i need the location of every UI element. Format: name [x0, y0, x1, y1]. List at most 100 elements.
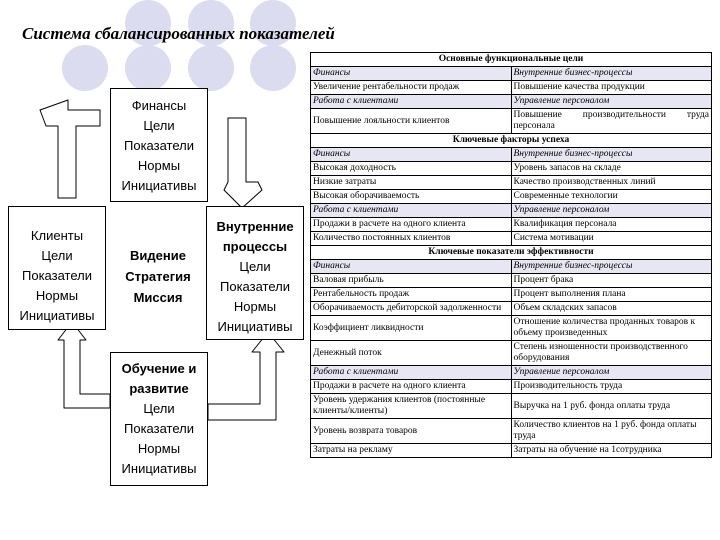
finance-item: Показатели	[124, 138, 194, 153]
table-row: Высокая оборачиваемость Современные техн…	[310, 189, 712, 204]
category-row: Финансы Внутренние бизнес-процессы	[310, 66, 712, 81]
table-cell: Качество производственных линий	[510, 175, 712, 190]
internal-processes-box: Внутренние процессы Цели Показатели Норм…	[206, 206, 304, 340]
category-cell: Финансы	[310, 147, 512, 162]
learning-heading: развитие	[129, 381, 189, 396]
section-title: Основные функциональные цели	[310, 52, 712, 67]
category-cell: Внутренние бизнес-процессы	[510, 66, 712, 81]
page-title: Система сбалансированных показателей	[22, 24, 335, 43]
table-cell: Уровень удержания клиентов (постоянные к…	[310, 393, 512, 419]
finance-box: Финансы Цели Показатели Нормы Инициативы	[110, 88, 208, 202]
learning-item: Цели	[143, 401, 175, 416]
table-cell: Низкие затраты	[310, 175, 512, 190]
clients-item: Цели	[41, 248, 73, 263]
category-row: Финансы Внутренние бизнес-процессы	[310, 147, 712, 162]
internal-item: Показатели	[220, 279, 290, 294]
category-row: Работа с клиентами Управление персоналом	[310, 94, 712, 109]
internal-item: Цели	[239, 259, 271, 274]
table-cell: Коэффициент ликвидности	[310, 315, 512, 341]
vision-strategy-mission: Видение Стратегия Миссия	[112, 245, 204, 308]
learning-development-box: Обучение и развитие Цели Показатели Норм…	[110, 352, 208, 486]
table-cell: Повышение качества продукции	[510, 80, 712, 95]
table-cell: Высокая доходность	[310, 161, 512, 176]
arrow-up-left-icon	[57, 321, 111, 409]
category-row: Работа с клиентами Управление персоналом	[310, 203, 712, 218]
category-cell: Управление персоналом	[510, 365, 712, 380]
table-cell: Выручка на 1 руб. фонда оплаты труда	[510, 393, 712, 419]
perspective-arrows	[39, 99, 285, 421]
table-row: Повышение лояльности клиентов Повышение …	[310, 108, 712, 134]
table-row: Низкие затраты Качество производственных…	[310, 175, 712, 190]
table-cell: Уровень возврата товаров	[310, 418, 512, 444]
decor-circle	[250, 45, 296, 91]
clients-box: Клиенты Цели Показатели Нормы Инициативы	[8, 206, 106, 330]
table-cell: Повышение производительности труда персо…	[510, 108, 712, 134]
internal-item: Нормы	[233, 299, 277, 314]
vision-item: Стратегия	[125, 269, 191, 284]
decor-circle	[188, 45, 234, 91]
arrow-down-right-icon	[207, 331, 285, 421]
learning-item: Показатели	[124, 421, 194, 436]
table-row: Высокая доходность Уровень запасов на ск…	[310, 161, 712, 176]
category-cell: Финансы	[310, 66, 512, 81]
clients-item: Показатели	[22, 268, 92, 283]
table-cell: Высокая оборачиваемость	[310, 189, 512, 204]
category-cell: Работа с клиентами	[310, 94, 512, 109]
table-cell: Квалификация персонала	[510, 217, 712, 232]
category-cell: Внутренние бизнес-процессы	[510, 147, 712, 162]
clients-item: Инициативы	[19, 308, 95, 323]
table-cell: Процент выполнения плана	[510, 287, 712, 302]
finance-heading: Финансы	[131, 98, 187, 113]
table-cell: Процент брака	[510, 273, 712, 288]
category-cell: Управление персоналом	[510, 94, 712, 109]
table-cell: Количество клиентов на 1 руб. фонда опла…	[510, 418, 712, 444]
table-cell: Оборачиваемость дебиторской задолженност…	[310, 301, 512, 316]
finance-item: Цели	[143, 118, 175, 133]
internal-heading: процессы	[222, 239, 288, 254]
indicators-table: Основные функциональные цели Финансы Вну…	[310, 52, 712, 458]
learning-heading: Обучение и	[121, 361, 197, 376]
table-cell: Продажи в расчете на одного клиента	[310, 217, 512, 232]
section-title: Ключевые факторы успеха	[310, 133, 712, 148]
table-cell: Количество постоянных клиентов	[310, 231, 512, 246]
table-cell: Повышение лояльности клиентов	[310, 108, 512, 134]
table-cell: Рентабельность продаж	[310, 287, 512, 302]
section-header: Ключевые факторы успеха	[310, 133, 712, 148]
clients-item: Нормы	[35, 288, 79, 303]
decor-circle	[250, 0, 296, 46]
category-cell: Внутренние бизнес-процессы	[510, 259, 712, 274]
table-cell: Валовая прибыль	[310, 273, 512, 288]
table-cell: Производительность труда	[510, 379, 712, 394]
category-row: Работа с клиентами Управление персоналом	[310, 365, 712, 380]
internal-item: Инициативы	[217, 319, 293, 334]
category-cell: Работа с клиентами	[310, 203, 512, 218]
table-row: Уровень возврата товаров Количество клие…	[310, 418, 712, 444]
table-row: Коэффициент ликвидности Отношение количе…	[310, 315, 712, 341]
table-cell: Денежный поток	[310, 340, 512, 366]
table-row: Оборачиваемость дебиторской задолженност…	[310, 301, 712, 316]
clients-heading: Клиенты	[30, 228, 84, 243]
decor-circle	[62, 45, 108, 91]
category-cell: Работа с клиентами	[310, 365, 512, 380]
table-row: Денежный поток Степень изношенности прои…	[310, 340, 712, 366]
learning-item: Нормы	[137, 441, 181, 456]
table-cell: Объем складских запасов	[510, 301, 712, 316]
decor-circle	[125, 0, 171, 46]
table-cell: Продажи в расчете на одного клиента	[310, 379, 512, 394]
table-cell: Затраты на рекламу	[310, 443, 512, 458]
category-cell: Финансы	[310, 259, 512, 274]
decor-circle	[125, 45, 171, 91]
section-title: Ключевые показатели эффективности	[310, 245, 712, 260]
arrow-down-right-icon	[223, 117, 263, 209]
table-row: Затраты на рекламу Затраты на обучение н…	[310, 443, 712, 458]
table-cell: Отношение количества проданных товаров к…	[510, 315, 712, 341]
table-cell: Затраты на обучение на 1сотрудника	[510, 443, 712, 458]
vision-item: Миссия	[133, 290, 183, 305]
finance-item: Нормы	[137, 158, 181, 173]
table-cell: Современные технологии	[510, 189, 712, 204]
decor-circle	[188, 0, 234, 46]
section-header: Ключевые показатели эффективности	[310, 245, 712, 260]
finance-item: Инициативы	[121, 178, 197, 193]
table-row: Продажи в расчете на одного клиента Прои…	[310, 379, 712, 394]
category-cell: Управление персоналом	[510, 203, 712, 218]
